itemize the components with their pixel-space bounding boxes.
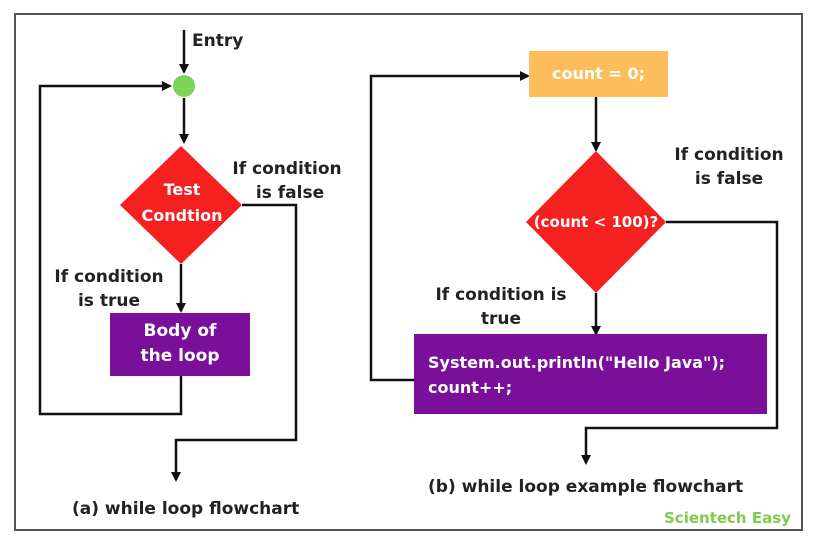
right-decision-text: (count < 100)? [533,213,659,231]
left-body-box: Body of the loop [110,313,250,376]
left-decision-diamond [120,146,242,264]
right-body-line-1: System.out.println("Hello Java"); [428,353,726,372]
left-false-line-1: If condition [232,159,342,179]
left-caption: (a) while loop flowchart [72,499,300,519]
brand-watermark: Scientech Easy [664,509,791,527]
left-true-line-1: If condition [54,267,164,287]
right-false-line-2: is false [694,169,764,189]
left-true-line-2: is true [77,291,140,311]
false-exit-line-left [171,203,298,482]
left-true-label: If condition is true [50,265,168,313]
left-decision-text: Test Condtion [130,177,234,229]
entry-node [173,75,195,97]
figure-frame [14,13,803,531]
right-decision-diamond [526,151,666,293]
right-false-label: If condition is false [668,143,790,191]
left-false-label: If condition is false [226,157,348,205]
left-decision-line-2: Condtion [141,206,223,225]
right-true-line-1: If condition is [435,285,567,305]
entry-label: Entry [192,31,244,51]
right-body-line-2: count++; [428,378,513,397]
left-body-line-2: the loop [140,346,220,366]
left-body-line-1: Body of [143,321,217,341]
right-true-line-2: true [480,309,522,329]
right-false-line-1: If condition [674,145,784,165]
left-decision-line-1: Test [163,180,201,199]
right-body-box: System.out.println("Hello Java"); count+… [414,334,767,414]
loop-back-line-left [38,81,183,416]
right-true-label: If condition is true [428,283,574,331]
init-box: count = 0; [529,51,668,97]
false-exit-line-right [581,220,779,465]
left-false-line-2: is false [255,183,325,203]
loop-back-line-right [369,71,530,382]
right-caption: (b) while loop example flowchart [428,477,744,497]
